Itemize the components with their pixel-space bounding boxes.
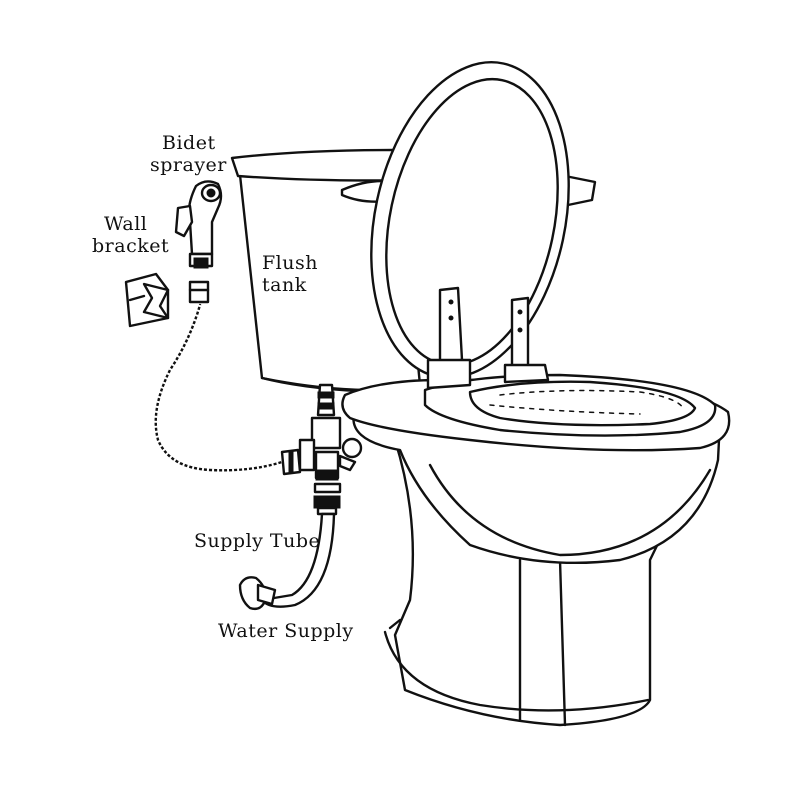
label-bidet-sprayer-line1: Bidet — [162, 132, 216, 154]
bidet-sprayer — [174, 180, 223, 269]
wall-bracket — [124, 272, 170, 328]
label-water-supply: Water Supply — [218, 620, 354, 642]
label-bidet-sprayer-line2: sprayer — [150, 154, 227, 176]
label-flush-tank: Flush tank — [262, 252, 318, 296]
label-flush-tank-line2: tank — [262, 274, 307, 296]
label-wall-bracket: Wall bracket — [92, 213, 169, 257]
label-wall-bracket-line2: bracket — [92, 235, 170, 257]
t-valve — [298, 383, 363, 516]
toilet-lid — [370, 61, 570, 390]
label-bidet-sprayer: Bidet sprayer — [150, 132, 227, 176]
label-flush-tank-line1: Flush — [262, 252, 318, 274]
toilet-bowl — [341, 373, 731, 727]
bidet-hose — [154, 280, 302, 476]
label-wall-bracket-line1: Wall — [104, 213, 148, 235]
label-supply-tube: Supply Tube — [194, 530, 321, 552]
supply-tube — [238, 512, 336, 611]
